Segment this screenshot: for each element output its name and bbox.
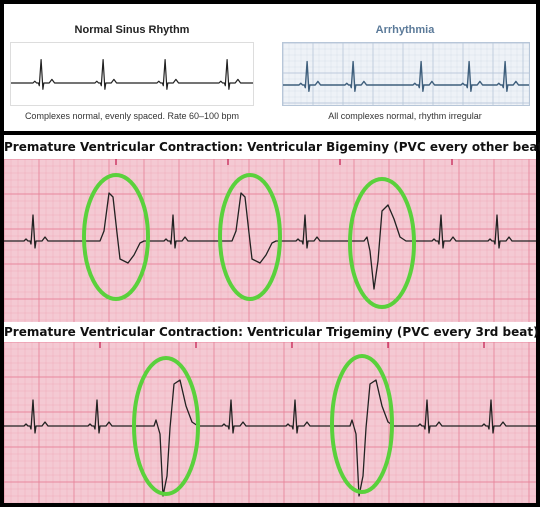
ecg-paper bbox=[11, 43, 253, 105]
trigeminy-title: Premature Ventricular Contraction: Ventr… bbox=[4, 325, 539, 339]
trigeminy-strip bbox=[4, 342, 536, 503]
ecg-trace bbox=[4, 379, 536, 497]
arrhythmia-strip bbox=[282, 42, 530, 106]
pvc-highlight-circle bbox=[348, 177, 416, 309]
trigeminy-title-band bbox=[4, 322, 536, 342]
ecg-trace bbox=[283, 60, 529, 92]
pvc-highlight-circle bbox=[330, 354, 394, 494]
normal-sinus-caption: Complexes normal, evenly spaced. Rate 60… bbox=[24, 111, 240, 121]
bigeminy-title-band bbox=[4, 135, 536, 159]
ecg-paper bbox=[283, 43, 529, 105]
arrhythmia-caption: All complexes normal, rhythm irregular bbox=[328, 111, 482, 121]
ecg-trace bbox=[11, 59, 253, 90]
ecg-grid bbox=[4, 342, 536, 503]
arrhythmia-title: Arrhythmia bbox=[375, 24, 435, 36]
bigeminy-strip bbox=[4, 159, 536, 322]
pvc-highlight-circle bbox=[218, 173, 282, 301]
normal-sinus-strip bbox=[10, 42, 254, 106]
bigeminy-title: Premature Ventricular Contraction: Ventr… bbox=[4, 140, 540, 154]
pvc-highlight-circle bbox=[82, 173, 150, 301]
ecg-trace bbox=[4, 192, 536, 290]
normal-sinus-title: Normal Sinus Rhythm bbox=[74, 24, 190, 36]
pvc-highlight-circle bbox=[132, 356, 200, 496]
